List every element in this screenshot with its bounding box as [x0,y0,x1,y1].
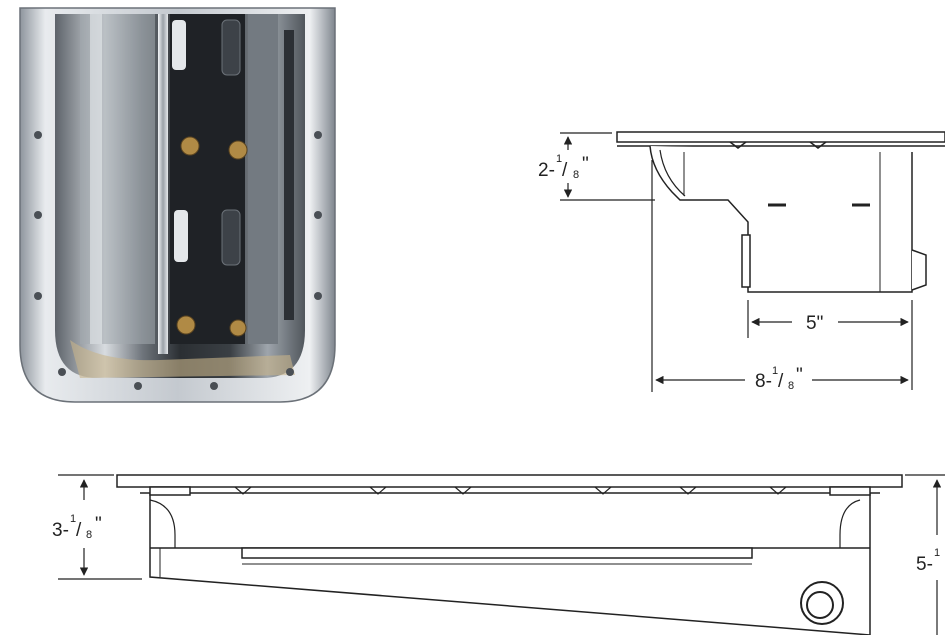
overall-width-mark: " [796,365,803,386]
bolt-hole-icon [34,131,322,390]
svg-text:/: / [778,371,784,392]
front-depth-dimension: 3- 1 / 8 " [52,474,142,580]
front-view-drawing [116,474,903,635]
overall-height-whole: 5- [916,554,933,575]
front-depth-num: 1 [70,513,76,525]
svg-text:/: / [562,160,568,181]
overall-height-dimension: 5- 1 [905,474,945,635]
bolt-icon [176,136,248,337]
overall-width-den: 8 [788,380,794,392]
front-depth-whole: 3- [52,520,69,541]
bottom-width-dimension: 5" [747,300,913,390]
overall-width-dimension: 8- 1 / 8 " [651,160,909,392]
front-depth-mark: " [95,514,102,535]
side-depth-dimension: 2- 1 / 8 " [538,132,655,201]
side-depth-num: 1 [556,153,562,165]
oil-pan-photo [19,7,336,403]
side-depth-den: 8 [573,169,579,181]
overall-width-whole: 8- [755,371,772,392]
front-depth-den: 8 [86,529,92,541]
overall-height-num: 1 [934,547,940,559]
overall-width-num: 1 [772,365,778,377]
svg-text:/: / [76,520,82,541]
side-depth-mark: " [582,154,589,175]
bottom-width-label: 5" [806,313,823,334]
side-depth-whole: 2- [538,160,555,181]
svg-text:2-: 2- [538,160,555,181]
side-view-drawing [616,131,945,293]
